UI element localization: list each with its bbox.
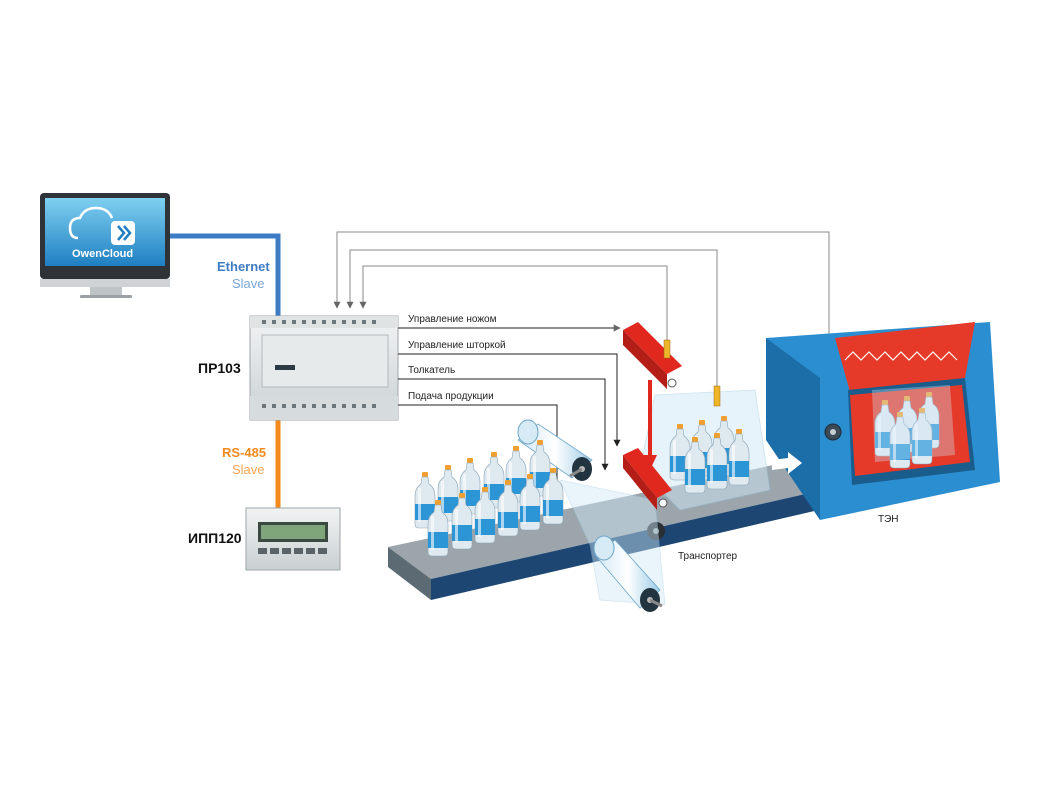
rs485-role: Slave	[232, 462, 265, 477]
ethernet-cable	[168, 233, 281, 318]
movement-arrow	[772, 452, 802, 474]
film-roll-top	[517, 419, 593, 481]
controller-label: ПР103	[198, 360, 241, 376]
shrink-tunnel	[766, 322, 1000, 520]
film-roll-bottom	[593, 535, 663, 612]
signal-pusher-label: Толкатель	[408, 365, 456, 376]
owencloud-logo-text: OwenCloud	[72, 248, 134, 260]
panel-label: ИПП120	[188, 530, 242, 546]
ethernet-label: Ethernet	[217, 259, 270, 274]
signal-knife-label: Управление ножом	[408, 314, 497, 325]
pr103-controller	[249, 315, 399, 421]
signal-feed-label: Подача продукции	[408, 391, 494, 402]
monitor-icon	[40, 193, 170, 298]
ethernet-role: Slave	[232, 276, 265, 291]
pack-sensor	[713, 385, 721, 407]
signal-curtain-label: Управление шторкой	[408, 340, 506, 351]
knife-upper	[623, 322, 682, 389]
sensor-wires	[333, 231, 830, 430]
rs485-label: RS-485	[222, 445, 267, 460]
conveyor-label: Транспортер	[678, 551, 738, 562]
ipp120-panel	[245, 507, 341, 571]
heater-label: ТЭН	[878, 514, 899, 525]
knife-lower	[623, 448, 672, 510]
